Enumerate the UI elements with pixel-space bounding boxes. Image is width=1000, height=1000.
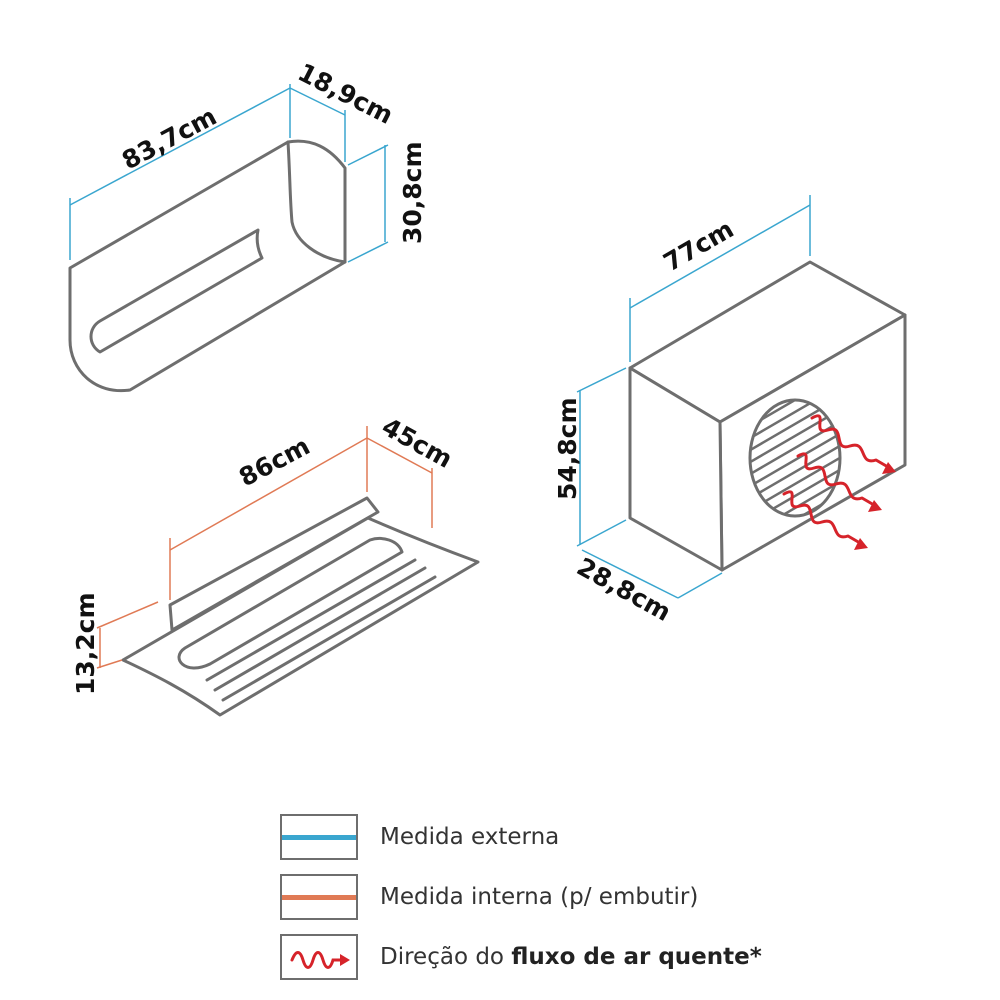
legend-item-external: Medida externa — [280, 814, 880, 874]
indoor-unit — [68, 139, 347, 393]
external-line-swatch — [280, 814, 358, 860]
legend-label-external: Medida externa — [380, 824, 560, 850]
embed-width-label: 86cm — [234, 431, 314, 492]
indoor-width-label: 83,7cm — [117, 102, 221, 176]
outdoor-dimension-lines — [576, 195, 811, 599]
airflow-arrows — [782, 414, 896, 550]
outdoor-unit — [628, 260, 907, 572]
embed-unit — [121, 496, 480, 717]
internal-line-swatch — [280, 874, 358, 920]
legend-label-internal: Medida interna (p/ embutir) — [380, 884, 699, 910]
indoor-height-label: 30,8cm — [398, 141, 427, 244]
indoor-dimension-lines — [69, 84, 389, 263]
embed-height-label: 13,2cm — [71, 592, 100, 695]
embed-dimension-lines — [96, 426, 433, 669]
outdoor-height-label: 54,8cm — [553, 397, 582, 500]
wavy-arrow-icon — [280, 934, 358, 980]
legend-label-airflow: Direção do fluxo de ar quente* — [380, 944, 762, 970]
legend-item-airflow: Direção do fluxo de ar quente* — [280, 934, 880, 994]
legend-item-internal: Medida interna (p/ embutir) — [280, 874, 880, 934]
legend: Medida externa Medida interna (p/ embuti… — [280, 814, 880, 994]
outdoor-width-label: 77cm — [659, 214, 739, 277]
